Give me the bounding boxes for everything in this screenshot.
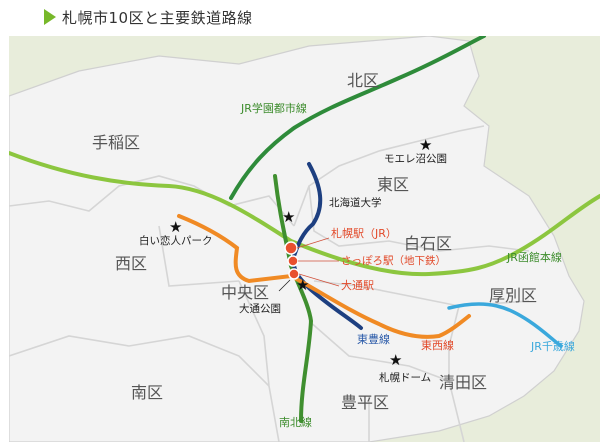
label-tozai: 東西線 <box>421 338 454 352</box>
ward-kiyota: 清田区 <box>439 373 487 392</box>
landmark-labels: モエレ沼公園 北海道大学 白い恋人パーク 大通公園 札幌ドーム <box>139 152 447 384</box>
ward-minami: 南区 <box>131 383 163 402</box>
label-jr-gakuentoshi: JR学園都市線 <box>240 101 307 115</box>
ward-teine: 手稲区 <box>92 133 140 152</box>
label-landmark-odori-park: 大通公園 <box>239 302 281 315</box>
map-area: 北区 手稲区 東区 白石区 西区 中央区 厚別区 南区 清田区 豊平区 JR学園… <box>9 36 600 442</box>
ward-shiroishi: 白石区 <box>404 234 452 253</box>
ward-kita: 北区 <box>347 71 379 90</box>
star-icon-moerenuma: ★ <box>419 136 432 154</box>
tozai-line <box>177 214 471 339</box>
odori-park-leader <box>278 279 291 292</box>
map-title: 札幌市10区と主要鉄道路線 <box>62 9 253 27</box>
ward-atsubetsu: 厚別区 <box>489 286 537 305</box>
jr-chitose-line <box>447 302 563 348</box>
label-landmark-sapporo-dome: 札幌ドーム <box>379 371 431 384</box>
jr-hakodate-line <box>289 194 600 277</box>
label-landmark-moerenuma: モエレ沼公園 <box>384 152 447 165</box>
label-station-sapporo-subway: さっぽろ駅（地下鉄） <box>341 254 446 267</box>
namboku-line <box>273 174 314 423</box>
jr-sassho-line <box>229 36 486 200</box>
ward-chuo: 中央区 <box>221 283 269 302</box>
label-station-odori: 大通駅 <box>341 278 374 292</box>
label-toho: 東豊線 <box>357 332 390 346</box>
title-arrow-icon <box>44 9 56 25</box>
city-area <box>9 36 585 442</box>
label-jr-chitose: JR千歳線 <box>530 339 575 353</box>
ward-toyohira: 豊平区 <box>341 393 389 412</box>
station-sapporo-jr-marker[interactable] <box>284 241 298 255</box>
label-jr-hakodate: JR函館本線 <box>506 250 562 264</box>
station-sapporo-subway-marker[interactable] <box>287 255 299 267</box>
label-landmark-shiroi-koibito: 白い恋人パーク <box>139 234 213 247</box>
star-icon-sapporo-dome: ★ <box>389 351 402 369</box>
label-namboku: 南北線 <box>279 415 312 429</box>
star-icon-odori-park: ★ <box>296 276 309 294</box>
ward-higashi: 東区 <box>377 175 409 194</box>
label-station-sapporo-jr: 札幌駅（JR） <box>331 226 397 240</box>
landmark-markers: ★ ★ ★ ★ ★ <box>169 136 432 369</box>
jr-gakuentoshi-line <box>9 151 293 243</box>
ward-nishi: 西区 <box>115 254 147 273</box>
map-header: 札幌市10区と主要鉄道路線 <box>0 0 600 36</box>
station-leader-lines <box>296 237 340 287</box>
star-icon-shiroi-koibito: ★ <box>169 218 182 236</box>
star-icon-hokudai: ★ <box>282 208 295 226</box>
label-landmark-hokudai: 北海道大学 <box>329 196 382 209</box>
map-svg: 北区 手稲区 東区 白石区 西区 中央区 厚別区 南区 清田区 豊平区 JR学園… <box>9 36 600 442</box>
ward-labels: 北区 手稲区 東区 白石区 西区 中央区 厚別区 南区 清田区 豊平区 <box>92 71 537 412</box>
